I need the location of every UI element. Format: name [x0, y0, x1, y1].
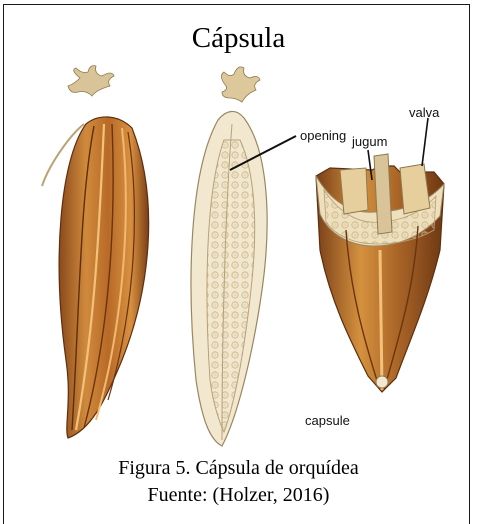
label-opening: opening	[300, 128, 346, 143]
valva-leader	[422, 118, 428, 166]
label-capsule: capsule	[305, 413, 350, 428]
cut-capsule	[191, 67, 267, 446]
whole-capsule	[42, 66, 149, 438]
label-jugum: jugum	[352, 134, 387, 149]
capsule-section	[316, 154, 444, 392]
label-valva: valva	[409, 105, 439, 120]
figure-source: Fuente: (Holzer, 2016)	[0, 484, 477, 507]
figure-caption: Figura 5. Cápsula de orquídea	[0, 457, 477, 480]
